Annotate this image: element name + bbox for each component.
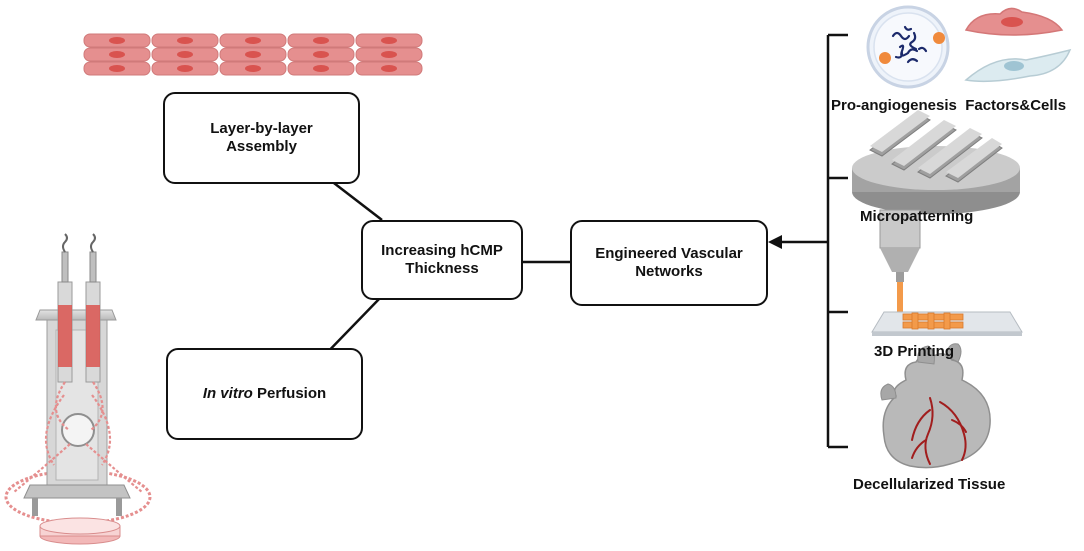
node-label-line-1: Engineered Vascular	[595, 245, 743, 262]
bioprinter-nozzle-icon	[871, 209, 1023, 336]
method-label-micropatterning: Micropatterning	[860, 208, 974, 225]
cell-nucleus	[381, 51, 397, 58]
cell-nucleus	[245, 37, 261, 44]
node-label-italic: In vitro	[202, 385, 253, 402]
cell-nucleus	[177, 51, 193, 58]
method-label-decellularized-tissue: Decellularized Tissue	[853, 476, 1006, 493]
cell-nucleus	[313, 51, 329, 58]
cell-nucleus	[313, 37, 329, 44]
node-layer-by-layer-assembly: Layer-by-layer Assembly	[163, 92, 360, 184]
node-in-vitro-perfusion: In vitro Perfusion	[166, 348, 363, 440]
node-increasing-hcmp-thickness: Increasing hCMP Thickness	[361, 220, 523, 300]
arrow-head-icon	[768, 235, 782, 249]
cell-nucleus	[109, 37, 125, 44]
node-label-rest: Perfusion	[252, 385, 327, 402]
node-engineered-vascular-networks: Engineered Vascular Networks	[570, 220, 768, 306]
node-label-line-2: Assembly	[226, 138, 297, 155]
method-label-pro-angiogenesis: Pro-angiogenesis Factors&Cells	[831, 97, 1067, 114]
node-label-line-1: Increasing hCMP	[381, 242, 503, 259]
method-label-3d-printing: 3D Printing	[874, 343, 955, 360]
cell-nucleus	[177, 65, 193, 72]
node-label-line-2: Networks	[635, 263, 703, 280]
cell-nucleus	[245, 51, 261, 58]
node-label-line-2: Thickness	[405, 260, 479, 277]
method-bracket	[782, 33, 848, 449]
cell-nucleus	[313, 65, 329, 72]
cell-nucleus	[245, 65, 261, 72]
cell-nucleus	[109, 65, 125, 72]
petri-dish-cells-icon	[866, 5, 1072, 89]
cell-nucleus	[109, 51, 125, 58]
perfusion-bioreactor-icon	[4, 233, 152, 545]
cell-nucleus	[381, 65, 397, 72]
cell-nucleus	[177, 37, 193, 44]
micropattern-stamp-icon	[852, 110, 1020, 214]
heart-icon	[880, 343, 991, 469]
node-label-line-1: Layer-by-layer	[210, 120, 313, 137]
cell-nucleus	[381, 37, 397, 44]
cell-sheet-icon	[83, 33, 423, 76]
